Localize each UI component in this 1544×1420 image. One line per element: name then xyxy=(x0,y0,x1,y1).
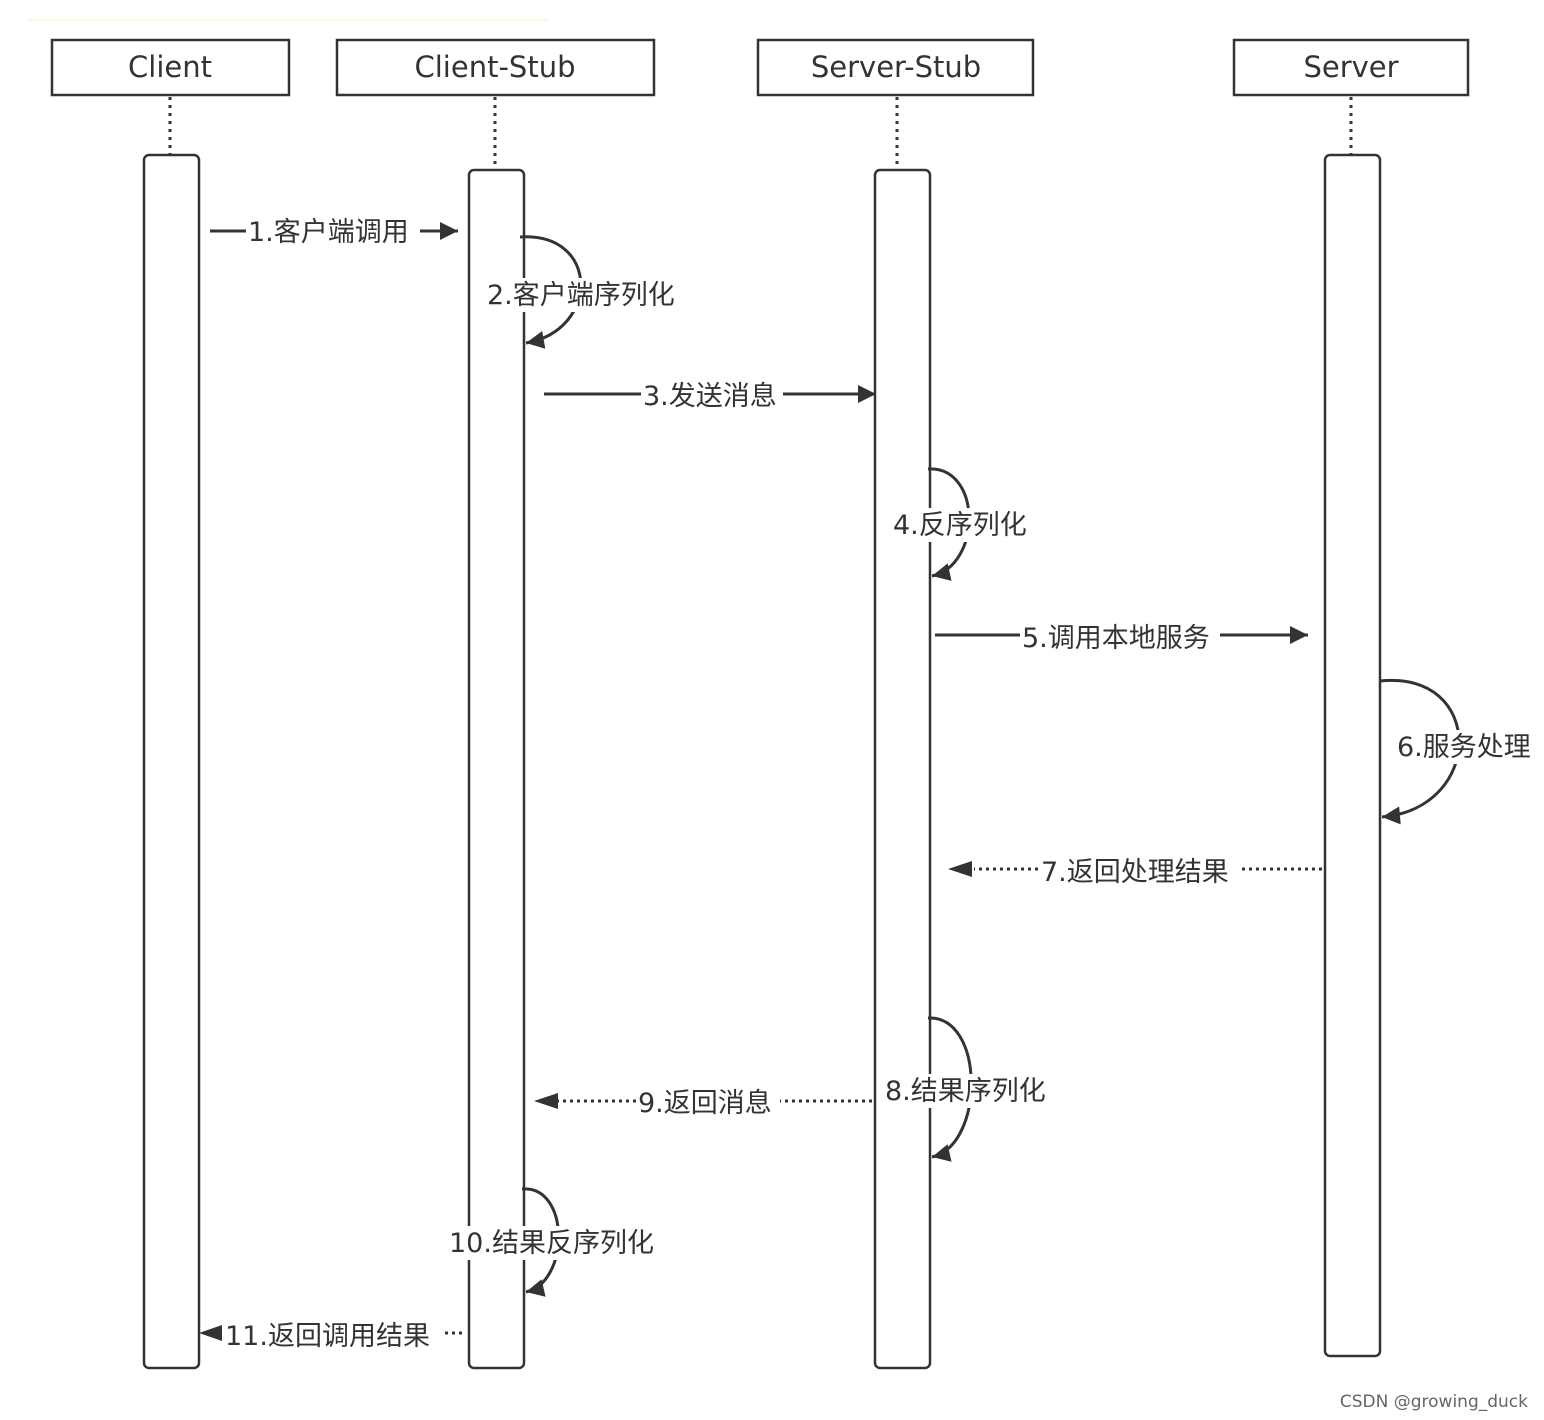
message-8-label: 8.结果序列化 xyxy=(885,1076,1046,1107)
message-2-label: 2.客户端序列化 xyxy=(487,280,675,311)
message-1-label: 1.客户端调用 xyxy=(248,217,409,248)
message-8: 8.结果序列化 xyxy=(884,1016,1056,1162)
message-6-label-bg xyxy=(1396,730,1538,764)
message-3-label: 3.发送消息 xyxy=(643,381,777,412)
message-7-arrowhead xyxy=(948,861,972,877)
participant-client-stub: Client-Stub xyxy=(335,38,656,1370)
participant-box-client xyxy=(50,38,291,97)
message-3: 3.发送消息 xyxy=(544,381,876,412)
activation-bar-server-stub xyxy=(873,168,932,1370)
message-4-label: 4.反序列化 xyxy=(893,510,1027,541)
participant-box-server-stub xyxy=(756,38,1035,97)
participant-server-stub: Server-Stub xyxy=(756,38,1035,1370)
participant-box-client-stub xyxy=(335,38,656,97)
watermark-text: CSDN @growing_duck xyxy=(1340,1392,1528,1412)
participant-box-server xyxy=(1232,38,1470,97)
message-4: 4.反序列化 xyxy=(892,467,1036,581)
message-7: 7.返回处理结果 xyxy=(948,857,1322,888)
message-4-label-bg xyxy=(892,508,1036,542)
message-7-label: 7.返回处理结果 xyxy=(1041,857,1229,888)
message-11-arrowhead xyxy=(199,1325,222,1341)
message-9-label: 9.返回消息 xyxy=(638,1088,772,1119)
participant-server: Server xyxy=(1232,38,1470,1358)
activation-bar-server xyxy=(1323,153,1382,1358)
participant-label-client-stub: Client-Stub xyxy=(415,50,576,84)
message-10: 10.结果反序列化 xyxy=(448,1187,666,1297)
participant-label-server-stub: Server-Stub xyxy=(811,50,981,84)
message-6-label: 6.服务处理 xyxy=(1397,732,1531,763)
activation-bar-client xyxy=(142,153,201,1370)
message-2: 2.客户端序列化 xyxy=(486,235,686,349)
activation-bar-client-stub xyxy=(467,168,526,1370)
participant-client: Client xyxy=(50,38,291,1370)
message-9-arrowhead xyxy=(534,1093,558,1109)
message-6: 6.服务处理 xyxy=(1379,678,1538,825)
message-2-label-bg xyxy=(486,278,686,312)
participant-label-client: Client xyxy=(128,50,212,84)
message-10-label-bg xyxy=(448,1226,666,1260)
message-5-label: 5.调用本地服务 xyxy=(1022,623,1210,654)
message-11: 11.返回调用结果 xyxy=(199,1321,462,1352)
message-9: 9.返回消息 xyxy=(534,1088,872,1119)
message-11-label: 11.返回调用结果 xyxy=(225,1321,430,1352)
message-1: 1.客户端调用 xyxy=(210,217,458,248)
message-8-label-bg xyxy=(884,1074,1056,1108)
message-5: 5.调用本地服务 xyxy=(935,623,1308,654)
message-10-label: 10.结果反序列化 xyxy=(449,1228,654,1259)
participant-label-server: Server xyxy=(1303,50,1398,84)
